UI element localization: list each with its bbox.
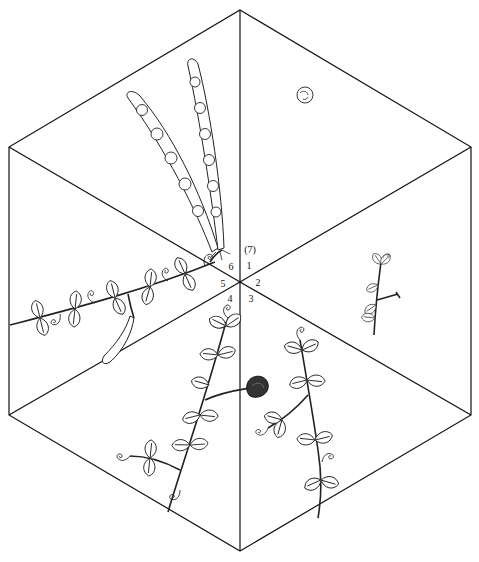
- pea: [165, 152, 177, 164]
- leaf: [143, 439, 157, 459]
- seedling: [361, 251, 400, 335]
- leaf: [207, 313, 228, 332]
- pod: [188, 59, 224, 250]
- leaf: [143, 268, 157, 288]
- leaf: [378, 252, 393, 266]
- seed-mark: [300, 91, 308, 99]
- callout-number: 5: [220, 278, 227, 289]
- callout-number: 2: [255, 277, 262, 288]
- leaf: [288, 375, 308, 389]
- pea: [211, 207, 221, 217]
- leaf: [217, 345, 237, 359]
- flower-petal: [252, 383, 264, 388]
- leaf: [319, 474, 340, 491]
- leaf: [271, 418, 288, 439]
- leaf: [171, 439, 190, 452]
- leaf: [365, 282, 380, 294]
- pea: [151, 128, 163, 140]
- sector-divider: [9, 10, 471, 551]
- stem: [168, 322, 226, 512]
- pea: [179, 178, 191, 190]
- leaf: [139, 285, 156, 306]
- leaf: [68, 290, 82, 310]
- leaf: [30, 299, 44, 319]
- leaf: [67, 308, 81, 328]
- seed-body: [297, 87, 313, 103]
- leaf: [111, 296, 128, 317]
- leaf: [296, 432, 316, 446]
- tendril: [221, 304, 232, 318]
- leaf: [181, 410, 201, 424]
- pod: [102, 316, 134, 364]
- tendril: [168, 490, 182, 501]
- leaf: [173, 255, 190, 276]
- flowering-plant: [116, 304, 268, 512]
- tendril: [383, 254, 390, 258]
- callout-number: 4: [227, 293, 234, 304]
- open-pods: [127, 59, 230, 262]
- stem: [205, 388, 250, 400]
- leaf: [314, 430, 334, 444]
- leaf: [361, 312, 376, 323]
- tendril: [49, 314, 63, 326]
- pea: [200, 129, 211, 140]
- leaf: [142, 457, 156, 477]
- leaf: [190, 438, 208, 449]
- tendril: [161, 268, 170, 281]
- hexagon-outline: [9, 10, 471, 551]
- leaf: [105, 279, 119, 299]
- leaf: [283, 339, 304, 356]
- tendril: [321, 453, 334, 462]
- callout-number: 1: [246, 260, 253, 271]
- leaf: [302, 476, 323, 493]
- leaf: [306, 373, 326, 387]
- pea: [193, 206, 204, 217]
- leaf: [199, 347, 219, 361]
- young-plant: [256, 326, 340, 518]
- tendril: [294, 326, 306, 340]
- pea: [195, 103, 206, 114]
- pod-stalk: [128, 294, 134, 318]
- tendril: [116, 452, 130, 463]
- pea: [137, 105, 148, 116]
- seed: [297, 87, 313, 103]
- leaf: [300, 338, 321, 355]
- callout-number: 3: [248, 293, 255, 304]
- plant-with-pod: [10, 253, 215, 364]
- callout-number: (7): [243, 244, 257, 255]
- tendril: [256, 428, 268, 435]
- stem: [300, 340, 321, 518]
- calyx: [210, 250, 230, 260]
- leaf: [199, 408, 219, 422]
- pea: [190, 77, 200, 87]
- tendril: [88, 291, 95, 303]
- leaf: [190, 374, 211, 391]
- leaf: [181, 272, 198, 293]
- pea: [208, 181, 219, 192]
- leaf: [35, 317, 49, 337]
- stem: [377, 292, 400, 300]
- pea: [204, 155, 215, 166]
- callout-number: 6: [228, 261, 235, 272]
- flower: [247, 376, 269, 397]
- leaf: [223, 311, 244, 330]
